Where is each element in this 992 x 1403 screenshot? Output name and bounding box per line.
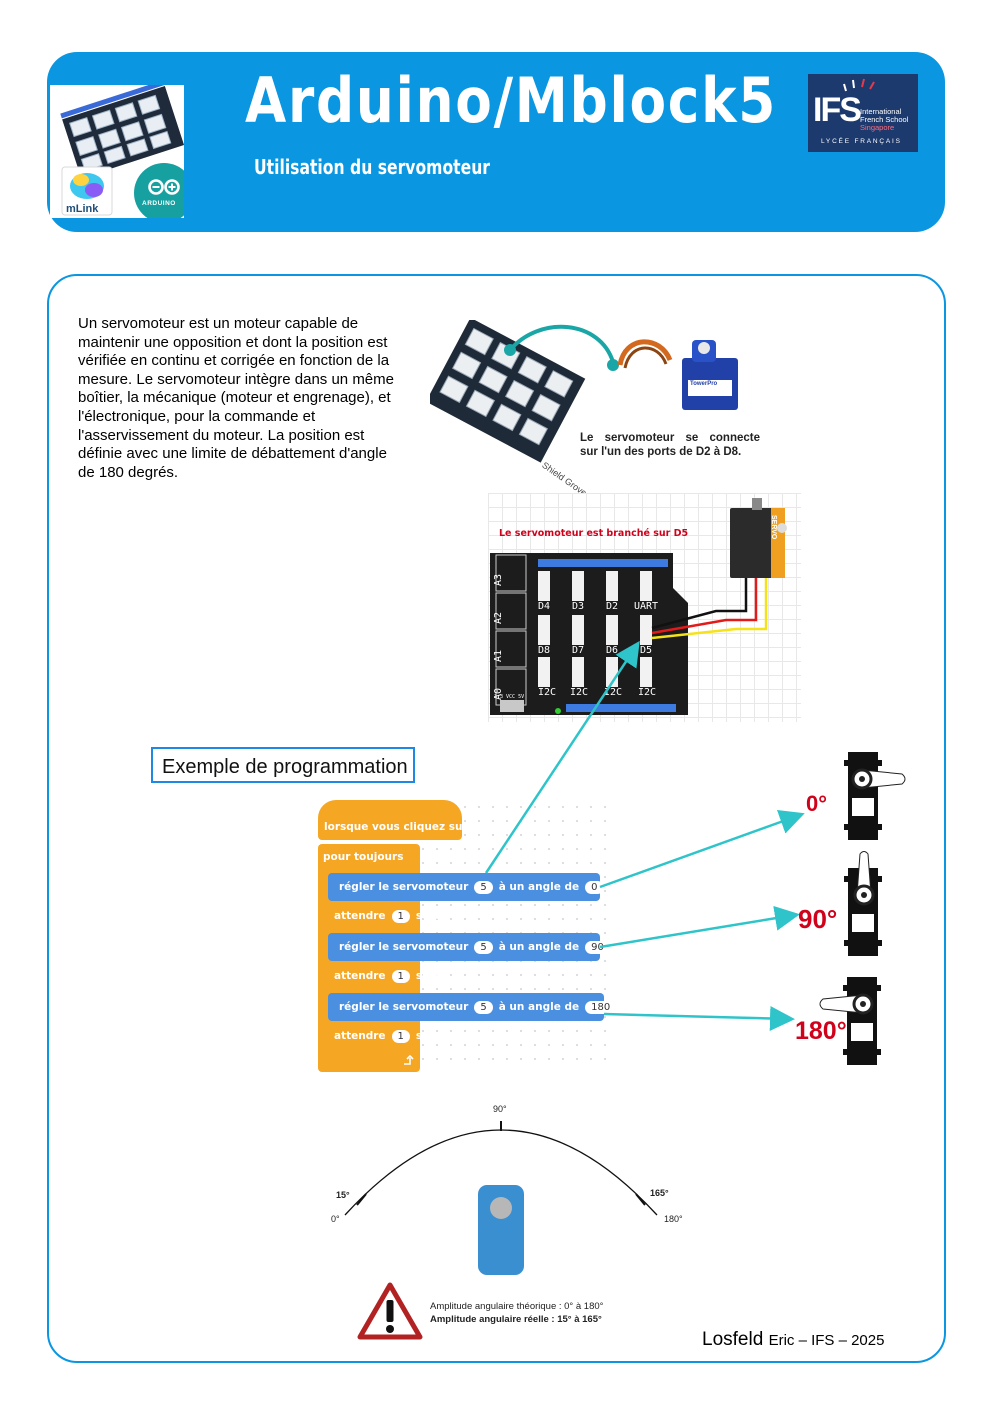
- angle-label-180-deg: 180°: [664, 1214, 683, 1224]
- servo-0-deg-illustration: [844, 752, 906, 840]
- angle-label-0-deg: 0°: [331, 1214, 340, 1224]
- page-subtitle: Utilisation du servomoteur: [254, 155, 490, 179]
- servo-180-deg-illustration: [819, 977, 881, 1065]
- port-label-d7: D7: [572, 645, 585, 656]
- wait-seconds-input[interactable]: 1: [391, 969, 410, 983]
- wait-seconds-input[interactable]: 1: [391, 909, 410, 923]
- intro-paragraph: Un servomoteur est un moteur capable de …: [78, 315, 394, 481]
- ifs-logo-bottom: LYCÉE FRANÇAIS: [821, 138, 902, 145]
- forever-loop-label: pour toujours: [323, 851, 404, 863]
- ifs-rays-icon: [843, 78, 875, 92]
- angle-label: à un angle de: [498, 881, 580, 893]
- ifs-logo-line2: French School: [860, 115, 909, 124]
- angle-label-90: 90°: [798, 904, 838, 934]
- servo-90-deg-illustration: [844, 851, 882, 956]
- angle-label-15: 15°: [336, 1190, 350, 1200]
- port-label-i2c-2: I2C: [570, 687, 589, 698]
- port-label-i2c-4: I2C: [638, 687, 657, 698]
- angle-range-diagram: [344, 1121, 658, 1275]
- set-servo-block-2[interactable]: régler le servomoteur 5 à un angle de 90: [328, 933, 610, 961]
- angle-label-180: 180°: [795, 1017, 847, 1045]
- voltage-label: 3.3 VCC 5V: [494, 694, 525, 700]
- shield-caption-line1: Le servomoteur se connecte: [580, 432, 760, 444]
- tick-15: [356, 1193, 367, 1206]
- header-logo-image: [50, 80, 194, 223]
- servo-shaft: [490, 1197, 512, 1219]
- header-banner: [47, 52, 945, 232]
- example-heading: Exemple de programmation: [151, 747, 415, 783]
- port-label-d3: D3: [572, 601, 585, 612]
- port-label-i2c-3: I2C: [604, 687, 623, 698]
- port-label-d5: D5: [640, 645, 653, 656]
- port-label-uart: UART: [634, 601, 659, 612]
- set-servo-label: régler le servomoteur: [339, 881, 469, 893]
- wait-block-2[interactable]: attendre 1 secs: [328, 964, 442, 988]
- wait-label: attendre: [334, 1030, 386, 1042]
- footer-author-rest: Eric – IFS – 2025: [768, 1332, 885, 1349]
- angle-label: à un angle de: [498, 1001, 580, 1013]
- ifs-logo-letters: IFS: [813, 91, 862, 129]
- port-label-a3: A3: [493, 573, 504, 586]
- hat-block-shape: [318, 800, 462, 840]
- port-label-a1: A1: [493, 649, 504, 662]
- port-label-d2: D2: [606, 601, 619, 612]
- wait-label: attendre: [334, 910, 386, 922]
- angle-label-165: 165°: [650, 1188, 669, 1198]
- shield-caption-line2: sur l'un des ports de D2 à D8.: [580, 446, 742, 458]
- loop-return-arrow-icon: [404, 1055, 414, 1065]
- shield-servo-photo: [430, 320, 738, 463]
- footer-credit: Losfeld Eric – IFS – 2025: [702, 1329, 884, 1351]
- page-title: Arduino/Mblock5: [245, 64, 778, 137]
- tick-165: [635, 1193, 646, 1206]
- warning-icon: [357, 1282, 423, 1340]
- servo-angle-input[interactable]: 90: [585, 940, 610, 954]
- servo-label: SERVO: [770, 515, 777, 540]
- ifs-logo-name: International French School Singapore: [860, 108, 908, 132]
- angle-label-top: 90°: [493, 1104, 507, 1114]
- warning-line-real: Amplitude angulaire réelle : 15° à 165°: [430, 1314, 602, 1325]
- servo-port-input[interactable]: 5: [474, 880, 493, 894]
- grove-shield-illustration: [60, 80, 194, 223]
- warning-text: Amplitude angulaire théorique : 0° à 180…: [430, 1300, 603, 1326]
- secs-label: secs: [415, 1030, 442, 1042]
- wait-block-3[interactable]: attendre 1 secs: [328, 1024, 442, 1048]
- port-label-d8: D8: [538, 645, 551, 656]
- set-servo-block-3[interactable]: régler le servomoteur 5 à un angle de 18…: [328, 993, 617, 1021]
- port-label-d6: D6: [606, 645, 619, 656]
- wait-seconds-input[interactable]: 1: [391, 1029, 410, 1043]
- servo-port-input[interactable]: 5: [474, 940, 493, 954]
- angle-label-0: 0°: [806, 791, 828, 816]
- servo-port-input[interactable]: 5: [474, 1000, 493, 1014]
- servo-angle-input[interactable]: 0: [585, 880, 604, 894]
- ifs-logo-line3: Singapore: [860, 123, 895, 132]
- arduino-infinity-icon: [148, 179, 180, 195]
- set-servo-label: régler le servomoteur: [339, 941, 469, 953]
- wait-label: attendre: [334, 970, 386, 982]
- mlink-logo-label: mLink: [66, 203, 99, 215]
- warning-line-theoretical: Amplitude angulaire théorique : 0° à 180…: [430, 1301, 604, 1312]
- secs-label: secs: [415, 970, 442, 982]
- ifs-logo: IFS International French School Singapor…: [808, 74, 918, 152]
- set-servo-block-1[interactable]: régler le servomoteur 5 à un angle de 0: [328, 873, 604, 901]
- when-flag-clicked-block[interactable]: lorsque vous cliquez sur: [318, 814, 468, 840]
- servo-top-view: [478, 1185, 524, 1275]
- angle-label: à un angle de: [498, 941, 580, 953]
- servo-angle-input[interactable]: 180: [585, 1000, 617, 1014]
- secs-label: secs: [415, 910, 442, 922]
- ifs-logo-line1: International: [860, 107, 902, 116]
- shield-photo-caption: Le servomoteur se connecte sur l'un des …: [580, 431, 760, 459]
- set-servo-label: régler le servomoteur: [339, 1001, 469, 1013]
- wait-block-1[interactable]: attendre 1 secs: [328, 904, 442, 928]
- hat-block-label: lorsque vous cliquez sur: [324, 821, 468, 833]
- port-label-i2c-1: I2C: [538, 687, 557, 698]
- servo-brand-label: TowerPro: [690, 381, 718, 387]
- port-label-d4: D4: [538, 601, 551, 612]
- arduino-logo-label: ARDUINO: [142, 200, 176, 207]
- wiring-caption: Le servomoteur est branché sur D5: [499, 528, 689, 539]
- footer-author-surname: Losfeld: [702, 1329, 764, 1350]
- port-label-a2: A2: [493, 611, 504, 624]
